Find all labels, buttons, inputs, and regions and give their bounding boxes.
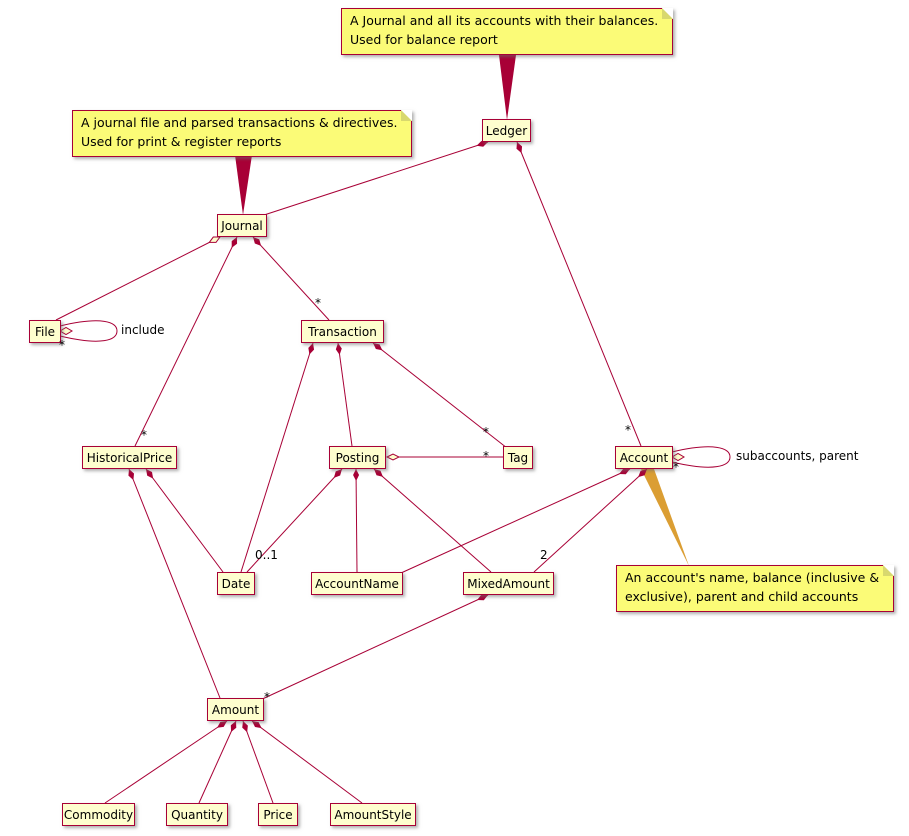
edge-journal-transaction: [252, 236, 330, 321]
class-accountname-label: AccountName: [315, 576, 399, 591]
edge-historicalprice-amount: [128, 468, 221, 699]
class-date: Date: [217, 572, 255, 595]
note-anchor-ledger: [499, 55, 516, 120]
class-price: Price: [258, 803, 298, 826]
note-journal-line2: Used for print & register reports: [81, 133, 282, 149]
note-account: An account's name, balance (inclusive & …: [616, 565, 895, 612]
note-journal: A journal file and parsed transactions &…: [72, 110, 413, 157]
edge-mixedamount-amount: [257, 594, 489, 702]
note-account-line2: exclusive), parent and child accounts: [625, 588, 859, 604]
multiplicity-posting-tag: *: [483, 449, 489, 463]
class-account: Account: [615, 446, 673, 469]
edge-posting-date: [246, 468, 343, 573]
note-fold-icon: [662, 8, 674, 19]
class-ledger: Ledger: [482, 119, 531, 142]
class-historicalprice-label: HistoricalPrice: [86, 450, 173, 465]
edge-account-accountname: [400, 468, 631, 574]
multiplicity-transaction-tag: *: [483, 425, 489, 439]
note-fold-icon: [401, 110, 413, 121]
class-amount: Amount: [207, 698, 264, 721]
class-price-label: Price: [263, 807, 293, 822]
class-posting: Posting: [329, 446, 386, 469]
label-include: include: [121, 323, 165, 337]
multiplicity-journal-transaction: *: [315, 296, 321, 310]
edge-transaction-date: [240, 342, 315, 573]
multiplicity-account-mixedamount: 2: [540, 548, 548, 562]
note-account-line1: An account's name, balance (inclusive &: [625, 570, 880, 585]
edge-transaction-tag: [372, 342, 508, 449]
class-transaction: Transaction: [301, 320, 384, 343]
note-fold-icon: [883, 565, 895, 576]
edge-journal-historicalprice: [134, 236, 238, 447]
class-file: File: [29, 320, 61, 343]
account-loop-open-diamond: [671, 452, 685, 462]
edge-posting-accountname: [353, 468, 360, 573]
class-tag-label: Tag: [507, 450, 529, 465]
edge-journal-file: [55, 236, 221, 321]
edge-account-self-loop: [671, 446, 731, 468]
edge-account-mixedamount: [533, 468, 648, 573]
class-amountstyle: AmountStyle: [330, 803, 416, 826]
file-loop-open-diamond: [59, 326, 73, 336]
edge-posting-mixedamount: [373, 468, 492, 573]
note-ledger-line2: Used for balance report: [350, 31, 498, 47]
note-ledger: A Journal and all its accounts with thei…: [341, 8, 674, 55]
class-mixedamount: MixedAmount: [463, 572, 554, 595]
class-accountname: AccountName: [311, 572, 403, 595]
multiplicity-posting-date: 0..1: [255, 548, 278, 562]
class-historicalprice: HistoricalPrice: [82, 446, 177, 469]
note-anchor-account: [641, 469, 689, 566]
class-amount-label: Amount: [211, 702, 260, 717]
class-quantity-label: Quantity: [171, 807, 223, 822]
multiplicity-journal-hprice: *: [141, 428, 147, 442]
class-commodity-label: Commodity: [63, 807, 134, 822]
note-ledger-line1: A Journal and all its accounts with thei…: [350, 13, 659, 28]
class-transaction-label: Transaction: [308, 324, 377, 339]
class-quantity: Quantity: [166, 803, 228, 826]
edge-amount-price: [242, 720, 274, 804]
class-file-label: File: [34, 324, 56, 339]
label-subaccounts-parent: subaccounts, parent: [736, 449, 859, 463]
class-account-label: Account: [619, 450, 669, 465]
edge-ledger-account: [516, 141, 642, 447]
class-mixedamount-label: MixedAmount: [467, 576, 550, 591]
edge-ledger-journal: [260, 141, 489, 217]
edge-file-include-loop: [59, 320, 118, 342]
multiplicity-ledger-account: *: [625, 423, 631, 437]
edge-transaction-posting: [335, 342, 353, 447]
class-tag: Tag: [503, 446, 533, 469]
edge-amount-quantity: [198, 720, 237, 804]
class-amountstyle-label: AmountStyle: [334, 807, 412, 822]
note-journal-line1: A journal file and parsed transactions &…: [81, 115, 398, 130]
edge-amount-amountstyle: [251, 720, 363, 804]
class-posting-label: Posting: [335, 450, 380, 465]
multiplicity-mixedamount-amount: *: [264, 690, 270, 704]
multiplicity-file-include: *: [59, 338, 65, 352]
class-commodity: Commodity: [62, 803, 135, 826]
edge-historicalprice-date: [145, 468, 224, 573]
class-journal-label: Journal: [221, 218, 263, 233]
edge-amount-commodity: [104, 720, 228, 804]
class-ledger-label: Ledger: [485, 123, 528, 138]
note-anchor-journal: [235, 155, 252, 215]
class-date-label: Date: [221, 576, 251, 591]
class-journal: Journal: [217, 214, 267, 237]
multiplicity-account-self: *: [673, 460, 679, 474]
